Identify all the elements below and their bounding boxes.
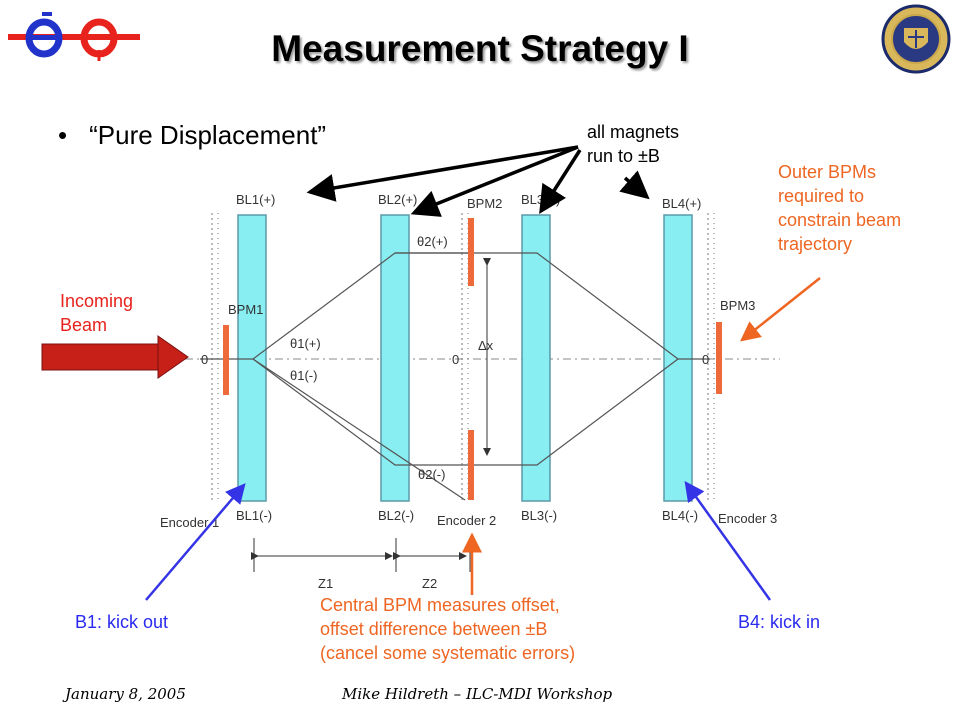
label-zero-2: 0 (452, 352, 459, 367)
label-theta1-minus: θ1(-) (290, 368, 317, 383)
label-theta2-minus: θ2(-) (418, 467, 445, 482)
label-bpm3: BPM3 (720, 298, 755, 313)
outer-bpm-line1: Outer BPMs (778, 162, 877, 182)
label-bl3-minus: BL3(-) (521, 508, 557, 523)
magnets-note-line1: all magnets (587, 122, 680, 142)
encoder-scales (211, 213, 715, 502)
label-encoder1: Encoder 1 (160, 515, 219, 530)
magnets-note: all magnets run to ±B (587, 120, 679, 168)
b1-note: B1: kick out (75, 612, 169, 632)
outer-bpm-arrow (740, 277, 821, 342)
label-bl1-minus: BL1(-) (236, 508, 272, 523)
label-bpm1: BPM1 (228, 302, 263, 317)
label-zero-3: 0 (702, 352, 709, 367)
label-theta1-plus: θ1(+) (290, 336, 321, 351)
beam-trajectories (200, 252, 710, 501)
magnets-note-line2: run to ±B (587, 146, 660, 166)
label-bl2-plus: BL2(+) (378, 192, 417, 207)
notre-dame-seal-icon (881, 4, 951, 74)
bullet-item: • “Pure Displacement” (58, 120, 326, 151)
label-encoder3: Encoder 3 (718, 511, 777, 526)
incoming-line2: Beam (60, 315, 108, 335)
label-zero-1: 0 (201, 352, 208, 367)
slide-title: Measurement Strategy I (271, 28, 689, 69)
label-bl4-plus: BL4(+) (662, 196, 701, 211)
incoming-line1: Incoming (60, 291, 134, 311)
z-dimensions (251, 538, 471, 572)
ee-logo-icon (8, 12, 140, 61)
outer-bpm-line4: trajectory (778, 234, 853, 254)
label-bl1-plus: BL1(+) (236, 192, 275, 207)
footer-author: Mike Hildreth – ILC-MDI Workshop (342, 685, 613, 703)
magnet-bl1 (237, 214, 267, 502)
bpm1-marker (223, 325, 229, 395)
label-delta-x: Δx (478, 338, 494, 353)
label-bpm2: BPM2 (467, 196, 502, 211)
label-bl4-minus: BL4(-) (662, 508, 698, 523)
bpm3-marker (716, 322, 722, 394)
b4-note: B4: kick in (738, 612, 821, 632)
label-z1: Z1 (318, 576, 333, 591)
footer-date: January 8, 2005 (65, 685, 186, 703)
bullet-dot-icon: • (58, 120, 68, 150)
label-theta2-plus: θ2(+) (417, 234, 448, 249)
pointer-arrow-bl3 (539, 149, 582, 214)
bullet-text: “Pure Displacement” (89, 120, 327, 150)
b1-arrow (145, 483, 246, 601)
incoming-beam-arrow (41, 335, 189, 379)
outer-bpm-note: Outer BPMs required to constrain beam tr… (778, 160, 901, 256)
pointer-arrow-bl4 (619, 170, 650, 200)
outer-bpm-line3: constrain beam (778, 210, 902, 230)
incoming-beam-note: Incoming Beam (60, 289, 133, 337)
label-z2: Z2 (422, 576, 437, 591)
label-encoder2: Encoder 2 (437, 513, 496, 528)
outer-bpm-line2: required to (778, 186, 865, 206)
central-line3: (cancel some systematic errors) (320, 643, 576, 663)
bpm2-lower-marker (468, 430, 474, 500)
magnet-bl4 (663, 214, 693, 502)
central-line1: Central BPM measures offset, (320, 595, 560, 615)
label-bl3-plus: BL3(+) (521, 192, 560, 207)
bpm2-upper-marker (468, 218, 474, 286)
pointer-arrow-bl2 (410, 145, 579, 217)
central-line2: offset difference between ±B (320, 619, 548, 639)
central-bpm-note: Central BPM measures offset, offset diff… (320, 593, 575, 665)
magnet-bl3 (521, 214, 551, 502)
b4-arrow (684, 480, 772, 601)
label-bl2-minus: BL2(-) (378, 508, 414, 523)
pointer-arrow-bl1 (306, 145, 579, 202)
